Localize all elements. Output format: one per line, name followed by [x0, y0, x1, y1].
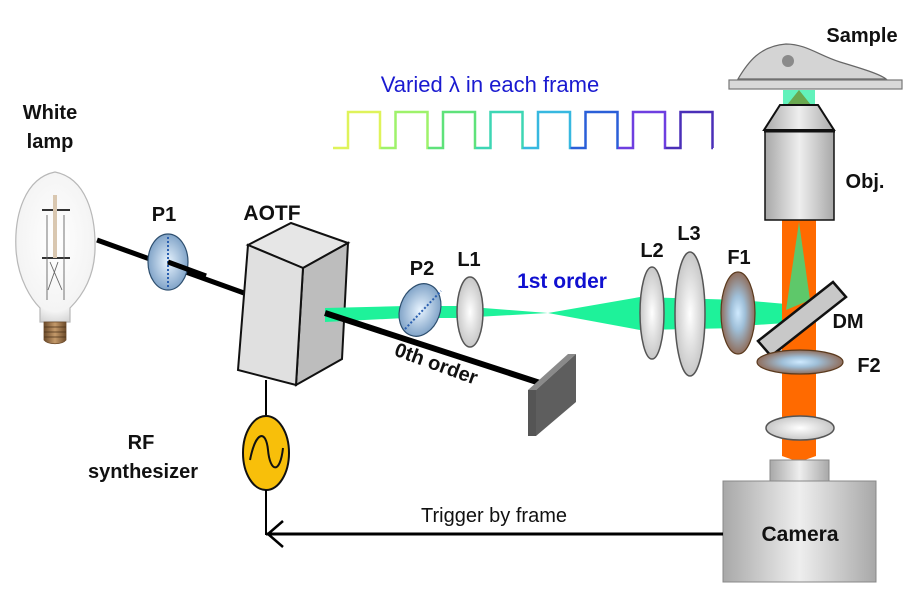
sample-icon	[728, 43, 903, 90]
wave-caption: Varied λ in each frame	[381, 72, 599, 97]
wave-pulse	[428, 110, 477, 150]
first-order-label: 1st order	[517, 270, 607, 293]
objective-label: Obj.	[846, 171, 885, 193]
lens-l2	[639, 266, 665, 360]
p1-label: P1	[152, 204, 176, 226]
wave-pulse	[665, 110, 714, 150]
wave-pulse	[333, 110, 382, 150]
polarizer-p1	[147, 233, 207, 291]
f2-label: F2	[857, 355, 880, 377]
filter-f1	[720, 271, 756, 355]
p2-label: P2	[410, 258, 434, 280]
excitation-cone	[786, 222, 810, 310]
lens-l1	[456, 276, 484, 348]
trigger-arrowhead-icon	[266, 520, 284, 548]
dm-label: DM	[832, 311, 863, 333]
l1-label: L1	[457, 249, 480, 271]
zeroth-order-beam-line	[324, 310, 541, 386]
l3-label: L3	[677, 223, 700, 245]
sample-label: Sample	[826, 25, 897, 47]
wavelength-square-wave	[333, 110, 714, 150]
white-lamp-label-line1: White	[23, 102, 77, 124]
filter-f2	[756, 349, 844, 375]
dichroic-mirror-dm	[756, 280, 848, 358]
tube-lens	[765, 415, 835, 441]
objective-lens	[762, 90, 836, 221]
camera-label: Camera	[761, 523, 838, 546]
wave-pulse	[475, 110, 524, 150]
wave-pulse	[570, 110, 619, 150]
beam-dump	[528, 354, 576, 436]
f1-label: F1	[727, 247, 750, 269]
lens-l3	[674, 251, 706, 377]
wave-pulse	[523, 110, 572, 150]
white-lamp-icon	[15, 171, 96, 345]
trigger-label: Trigger by frame	[421, 505, 567, 527]
white-lamp-label-line2: lamp	[27, 131, 74, 153]
rf-label-line1: RF	[128, 432, 155, 454]
l2-label: L2	[640, 240, 663, 262]
aotf-label: AOTF	[243, 202, 300, 225]
aotf-crystal	[236, 221, 351, 387]
polarizer-p2	[398, 283, 442, 337]
rf-synthesizer-icon	[242, 415, 290, 491]
wave-pulse	[380, 110, 429, 150]
camera-icon	[722, 459, 877, 583]
first-order-beam	[325, 297, 786, 330]
rf-label-line2: synthesizer	[88, 461, 198, 483]
wave-pulse	[618, 110, 667, 150]
